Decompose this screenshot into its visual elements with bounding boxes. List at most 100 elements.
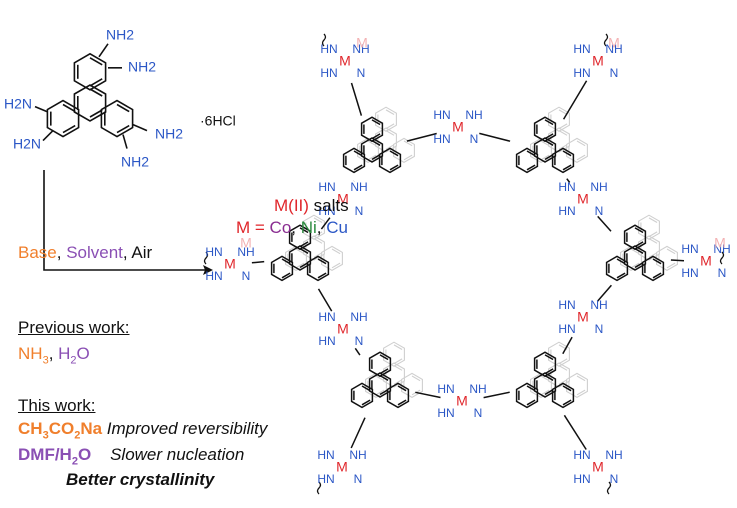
linker-6-outer-ring-3	[515, 382, 539, 409]
linker-6-outer-ring-1	[533, 351, 557, 378]
bg-linker-6-central-ring	[548, 362, 570, 388]
bg-linker-3-central-ring-double-bond	[313, 238, 323, 244]
linker-2-central-ring	[533, 137, 557, 163]
amine-label: NH2	[128, 59, 156, 75]
linker-1-outer-ring-2	[378, 147, 402, 174]
linker-metal-bond-18	[563, 414, 587, 450]
continuation-mark-6	[719, 251, 725, 265]
monomer-outer-ring-3-double-bond	[62, 103, 76, 113]
bg-linker-5-outer-ring-1	[383, 341, 405, 367]
metal-node-9-n-label: N	[595, 322, 604, 336]
bg-linker-1-outer-ring-2-double-bond	[403, 154, 413, 161]
linker-2-outer-ring-3	[515, 147, 539, 174]
bg-linker-3-outer-ring-2-double-bond	[331, 248, 341, 255]
bg-linker-2-outer-ring-3-double-bond	[540, 140, 550, 147]
metal-node-7-n-label: N	[718, 266, 727, 280]
amine-bond	[34, 105, 48, 113]
bg-linker-2-outer-ring-1	[548, 106, 570, 132]
bg-linker-5-outer-ring-1-double-bond	[393, 358, 403, 365]
monomer-outer-ring-2-double-bond	[116, 124, 130, 134]
bg-linker-6-outer-ring-2-double-bond	[576, 375, 586, 382]
linker-5-outer-ring-2	[386, 382, 410, 409]
metal-node-12: M	[592, 459, 604, 475]
metal-node-3-h-label: HN	[573, 66, 590, 80]
linker-metal-bond-11	[317, 288, 333, 312]
metal-salts-label: M(II) salts	[274, 196, 349, 215]
metal-node-7-hn-label: HN	[681, 242, 698, 256]
bg-linker-3-outer-ring-1	[303, 214, 325, 240]
bg-linker-3-central-ring	[303, 235, 325, 261]
linker-5-outer-ring-2-double-bond	[397, 399, 407, 406]
linker-metal-bond-10	[670, 259, 685, 262]
metal-node-11-n-label: N	[354, 472, 363, 486]
metal-node-5-n-label: N	[595, 204, 604, 218]
metal-node-10-h-label: HN	[437, 406, 454, 420]
metal-list-label: M = Co, Ni, Cu	[236, 218, 348, 237]
linker-4-outer-ring-3-double-bond	[616, 258, 626, 265]
linker-4-central-ring	[623, 245, 647, 271]
metal-node-9-hn-label: HN	[558, 298, 575, 312]
linker-5-central-ring-double-bond	[379, 389, 389, 396]
bg-linker-1-central-ring-double-bond	[385, 144, 395, 150]
linker-metal-bond-1	[406, 132, 437, 142]
bg-linker-4-outer-ring-1	[638, 214, 660, 240]
linker-2-central-ring-double-bond	[544, 154, 554, 161]
linker-metal-bond-12	[354, 347, 361, 356]
bg-linker-4-central-ring	[638, 235, 660, 261]
metal-node-6: M	[224, 256, 236, 272]
bg-linker-1-outer-ring-1-double-bond	[385, 109, 395, 115]
linker-3-outer-ring-3-double-bond	[281, 258, 291, 265]
metal-node-3-hn-label: HN	[573, 42, 590, 56]
bg-linker-4-outer-ring-2-double-bond	[666, 248, 676, 255]
linker-3-outer-ring-1	[288, 224, 312, 251]
metal-node-1-hn-label: HN	[433, 108, 450, 122]
monomer-central-ring	[73, 84, 107, 122]
metal-node-2: M	[339, 53, 351, 69]
linker-5-outer-ring-2-double-bond	[397, 385, 407, 392]
metal-node-5: M	[577, 191, 589, 207]
bg-linker-5-outer-ring-3-double-bond	[375, 389, 385, 396]
bg-linker-5-outer-ring-1-double-bond	[393, 344, 403, 350]
linker-2-outer-ring-2-double-bond	[562, 150, 572, 157]
acetate-row: CH3CO2Na Improved reversibility	[18, 419, 268, 442]
metal-node-2-hn-label: HN	[320, 42, 337, 56]
metal-node-3-n-label: N	[610, 66, 619, 80]
metal-node-12-hn-label: HN	[573, 448, 590, 462]
monomer-outer-ring-1-double-bond	[89, 57, 103, 66]
linker-metal-bond-14	[562, 336, 573, 355]
linker-5-outer-ring-3-double-bond	[361, 385, 371, 392]
bg-linker-6-outer-ring-3-double-bond	[540, 375, 550, 382]
linker-6-central-ring-double-bond	[544, 374, 554, 381]
metal-node-10: M	[456, 393, 468, 409]
continuation-mark-5	[203, 251, 209, 265]
linker-3-outer-ring-2-double-bond	[317, 258, 327, 265]
monomer-central-ring-double-bond	[89, 109, 103, 118]
continuation-mark-3	[316, 481, 322, 495]
bg-linker-2-central-ring	[548, 127, 570, 153]
bg-linker-2-central-ring-double-bond	[558, 144, 568, 150]
stacked-metal-node-1: M	[356, 35, 368, 51]
linker-2-outer-ring-1-double-bond	[544, 119, 554, 126]
linker-4-outer-ring-3-double-bond	[616, 272, 626, 279]
linker-1-outer-ring-1	[360, 116, 384, 143]
metal-node-10-n-label: N	[474, 406, 483, 420]
bg-linker-1-outer-ring-2	[393, 137, 415, 164]
metal-node-8-hn-label: HN	[318, 310, 335, 324]
bg-linker-1-central-ring-double-bond	[385, 130, 395, 136]
metal-node-11-nh-label: NH	[349, 448, 366, 462]
metal-node-2-nh-label: NH	[352, 42, 369, 56]
linker-metal-bond-9	[251, 260, 265, 264]
linker-5-outer-ring-3	[350, 382, 374, 409]
linker-4-outer-ring-1-double-bond	[634, 227, 644, 234]
continuation-mark-2	[603, 33, 609, 47]
linker-3-central-ring-double-bond	[299, 262, 309, 269]
linker-3-outer-ring-3-double-bond	[281, 272, 291, 279]
previous-work-conditions: NH3, H2O	[18, 344, 90, 367]
linker-1-central-ring	[360, 137, 384, 163]
metal-node-5-h-label: HN	[558, 204, 575, 218]
monomer-central-ring-double-bond	[89, 88, 103, 97]
linker-metal-bond-3	[350, 82, 363, 116]
bg-linker-6-central-ring-double-bond	[558, 365, 568, 371]
